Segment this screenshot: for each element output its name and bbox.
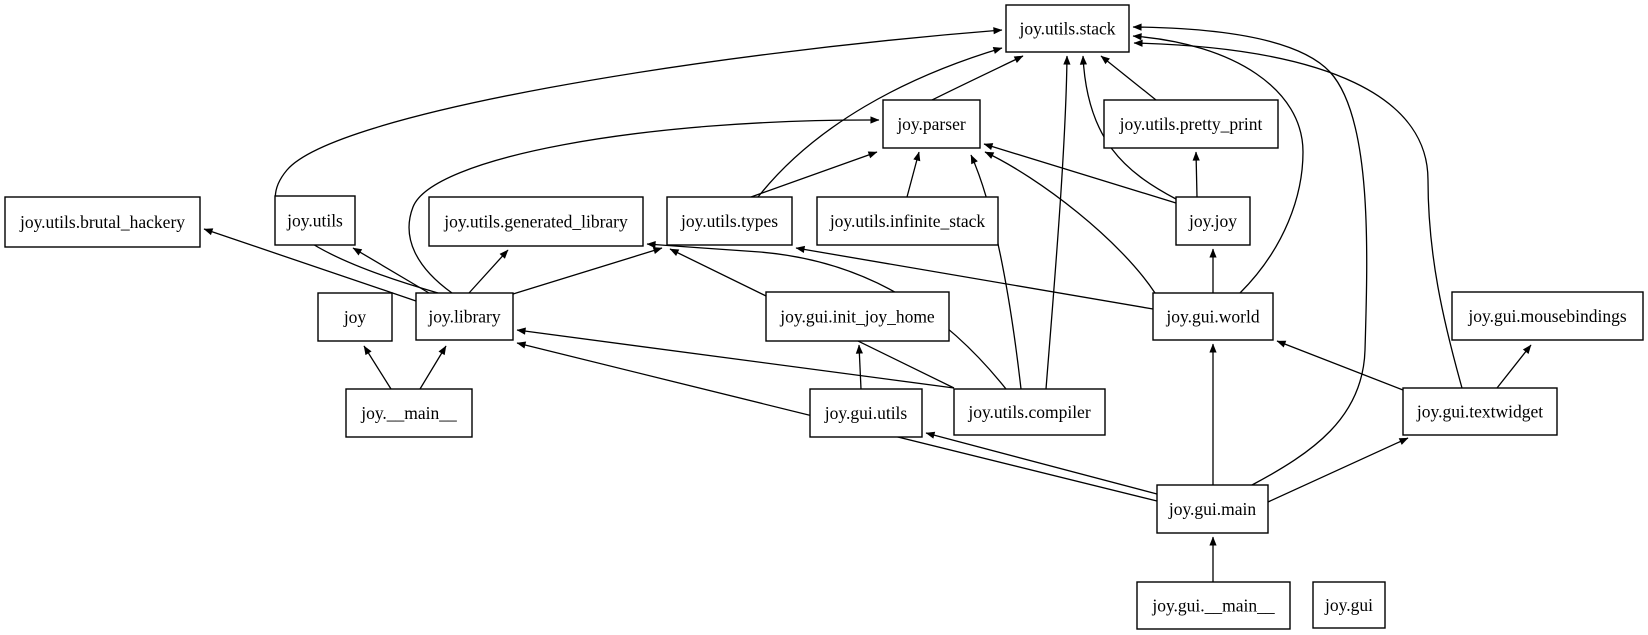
edge-joy-utils-compiler--joy-parser — [970, 154, 1022, 390]
node-joy-gui-textwidget: joy.gui.textwidget — [1402, 387, 1558, 436]
edge-joy-parser--joy-utils-stack — [931, 55, 1024, 101]
node-joy-utils-types: joy.utils.types — [666, 196, 793, 246]
node-label-joy-utils-stack: joy.utils.stack — [1018, 19, 1115, 39]
edge-joy-library--joy-utils-stack — [274, 27, 1003, 294]
node-joy-utils-stack: joy.utils.stack — [1005, 4, 1130, 53]
node-label-joy-gui-textwidget: joy.gui.textwidget — [1416, 402, 1543, 422]
edge-joy-gui-utils--joy-gui-init-joy-home — [855, 344, 863, 390]
node-label-joy-gui-main-main: joy.gui.__main__ — [1151, 596, 1275, 616]
node-box-joy-gui-utils — [809, 388, 923, 438]
edge-joy-utils-compiler--joy-utils-generated-library — [646, 241, 1007, 390]
node-label-joy-utils-compiler: joy.utils.compiler — [967, 402, 1090, 422]
edge-joy-gui-main--joy-utils-stack — [1132, 23, 1368, 486]
node-joy: joy — [317, 292, 393, 342]
node-joy-main: joy.__main__ — [345, 388, 473, 438]
edge-joy-utils-types--joy-parser — [750, 151, 878, 198]
edge-joy-library--joy-utils — [352, 247, 430, 294]
edge-joy-library--joy-utils-types — [512, 247, 663, 295]
edge-joy-utils-infinite-stack--joy-parser — [906, 151, 921, 198]
node-label-joy-gui-init-joy-home: joy.gui.init_joy_home — [779, 307, 935, 327]
edge-joy-utils-pretty-print--joy-utils-stack — [1100, 55, 1157, 101]
node-box-joy-gui-init-joy-home — [765, 291, 950, 342]
node-joy-utils: joy.utils — [274, 195, 356, 246]
node-box-joy-parser — [882, 99, 981, 149]
node-joy-gui: joy.gui — [1312, 581, 1386, 629]
edge-joy-gui-main--joy-gui-textwidget — [1267, 437, 1409, 503]
node-joy-utils-pretty-print: joy.utils.pretty_print — [1103, 99, 1279, 149]
node-label-joy-gui-mousebindings: joy.gui.mousebindings — [1467, 306, 1627, 326]
node-label-joy-gui: joy.gui — [1324, 595, 1373, 615]
node-box-joy-library — [415, 292, 514, 341]
node-box-joy — [317, 292, 393, 342]
node-label-joy-parser: joy.parser — [896, 114, 966, 134]
node-box-joy-utils-types — [666, 196, 793, 246]
node-label-joy-gui-utils: joy.gui.utils — [824, 403, 908, 423]
node-joy-utils-generated-library: joy.utils.generated_library — [428, 196, 644, 247]
node-box-joy-utils-pretty-print — [1103, 99, 1279, 149]
node-joy-library: joy.library — [415, 292, 514, 341]
node-joy-gui-init-joy-home: joy.gui.init_joy_home — [765, 291, 950, 342]
node-label-joy-main: joy.__main__ — [360, 403, 457, 423]
node-box-joy-gui — [1312, 581, 1386, 629]
node-joy-utils-infinite-stack: joy.utils.infinite_stack — [816, 196, 999, 246]
edge-joy-library--joy-utils-generated-library — [468, 249, 509, 294]
node-box-joy-utils-generated-library — [428, 196, 644, 247]
node-label-joy-utils-infinite-stack: joy.utils.infinite_stack — [829, 211, 986, 231]
node-box-joy-utils-brutal-hackery — [4, 196, 201, 248]
node-box-joy-joy — [1175, 196, 1251, 246]
edge-joy-main--joy — [363, 345, 392, 390]
node-joy-gui-world: joy.gui.world — [1152, 292, 1274, 341]
edge-joy-utils-compiler--joy-library — [516, 327, 955, 389]
edge-joy-gui-main--joy-gui-utils — [925, 431, 1158, 495]
node-box-joy-utils-infinite-stack — [816, 196, 999, 246]
node-joy-gui-main-main: joy.gui.__main__ — [1136, 581, 1291, 630]
edge-joy-library--joy-utils-brutal-hackery — [203, 228, 417, 302]
edge-joy-gui-world--joy-utils-types — [795, 245, 1154, 310]
edge-joy-gui-textwidget--joy-utils-stack — [1133, 39, 1463, 389]
edge-joy-main--joy-library — [419, 345, 447, 390]
node-joy-utils-brutal-hackery: joy.utils.brutal_hackery — [4, 196, 201, 248]
node-joy-gui-utils: joy.gui.utils — [809, 388, 923, 438]
edge-joy-gui-world--joy-parser — [984, 151, 1156, 294]
edge-joy-joy--joy-parser — [983, 143, 1177, 204]
edge-joy-gui-textwidget--joy-gui-world — [1276, 340, 1404, 391]
node-joy-gui-mousebindings: joy.gui.mousebindings — [1451, 291, 1644, 341]
node-label-joy-utils-pretty-print: joy.utils.pretty_print — [1119, 114, 1263, 134]
node-box-joy-utils-compiler — [953, 388, 1106, 436]
node-label-joy-gui-world: joy.gui.world — [1165, 307, 1259, 327]
node-label-joy-utils: joy.utils — [286, 211, 343, 231]
node-box-joy-gui-textwidget — [1402, 387, 1558, 436]
edge-joy-gui-world--joy-utils-stack — [1132, 33, 1304, 294]
node-label-joy-utils-generated-library: joy.utils.generated_library — [443, 212, 628, 232]
node-joy-parser: joy.parser — [882, 99, 981, 149]
node-label-joy-utils-types: joy.utils.types — [680, 211, 778, 231]
node-box-joy-utils-stack — [1005, 4, 1130, 53]
node-label-joy-joy: joy.joy — [1188, 211, 1237, 231]
node-box-joy-utils — [274, 195, 356, 246]
node-joy-utils-compiler: joy.utils.compiler — [953, 388, 1106, 436]
edge-joy-joy--joy-utils-pretty-print — [1192, 151, 1200, 198]
edge-joy-utils-types--joy-utils-stack — [757, 47, 1003, 198]
node-joy-joy: joy.joy — [1175, 196, 1251, 246]
node-box-joy-gui-main-main — [1136, 581, 1291, 630]
edge-joy-joy--joy-utils-stack — [1079, 55, 1177, 200]
node-box-joy-gui-world — [1152, 292, 1274, 341]
edge-joy-library--joy-parser — [408, 116, 880, 294]
node-box-joy-gui-mousebindings — [1451, 291, 1644, 341]
node-label-joy-gui-main: joy.gui.main — [1168, 499, 1257, 519]
node-label-joy: joy — [343, 307, 367, 327]
node-label-joy-library: joy.library — [427, 307, 500, 327]
node-box-joy-main — [345, 388, 473, 438]
edge-joy-utils-compiler--joy-utils-stack — [1045, 55, 1071, 390]
node-label-joy-utils-brutal-hackery: joy.utils.brutal_hackery — [19, 212, 185, 232]
node-joy-gui-main: joy.gui.main — [1156, 484, 1269, 534]
edge-joy-gui-textwidget--joy-gui-mousebindings — [1496, 344, 1532, 389]
node-box-joy-gui-main — [1156, 484, 1269, 534]
